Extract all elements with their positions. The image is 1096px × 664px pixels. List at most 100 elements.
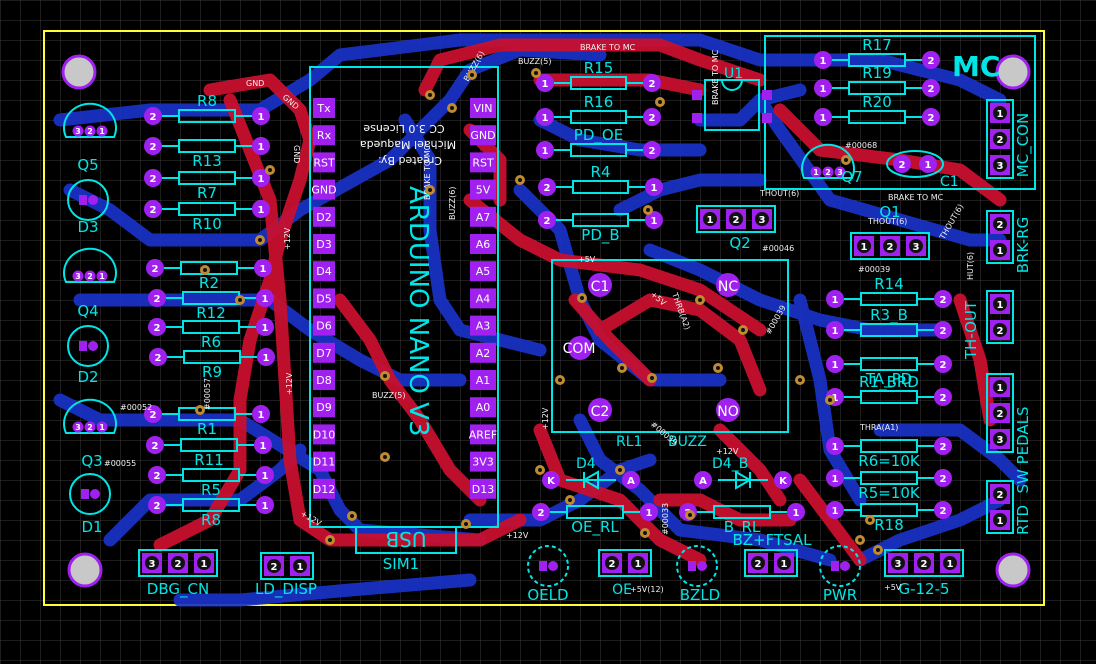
pad-number: 2 <box>150 410 157 421</box>
pad-number: 1 <box>861 242 868 253</box>
pad <box>536 74 554 92</box>
pad-number: 1 <box>258 142 265 153</box>
led-pwr: PWR <box>819 545 861 604</box>
pad-hole <box>993 380 1007 394</box>
pad-number: 3 <box>895 559 902 570</box>
relay-c1-label: C1 <box>591 279 610 295</box>
net-label: THRA(A1) <box>859 423 898 432</box>
credit-line-3: CC 3.0 License <box>363 122 445 135</box>
pad-number: 2 <box>609 559 616 570</box>
pad-hole <box>993 432 1007 446</box>
via-hole <box>470 73 474 77</box>
credit-line-1: Created By: <box>378 154 442 167</box>
pad-number: 1 <box>258 410 265 421</box>
pin-number: 2 <box>87 272 93 281</box>
pad-number: 1 <box>258 205 265 216</box>
pad <box>814 79 832 97</box>
transistor-label: Q5 <box>77 156 98 174</box>
nano-pin-label: D10 <box>313 428 335 441</box>
pad-number: 2 <box>928 56 935 67</box>
pad-number: 1 <box>260 441 267 452</box>
led-label: PWR <box>823 586 857 604</box>
pad-number: 1 <box>263 353 270 364</box>
u1-label: U1 <box>724 66 743 82</box>
pad-hole <box>857 239 871 253</box>
pad-number: 2 <box>940 295 947 306</box>
pad-number: 2 <box>154 501 161 512</box>
pad-hole <box>197 556 211 570</box>
nano-pin-label: 3V3 <box>472 456 494 469</box>
via-hole <box>716 366 720 370</box>
connector-label: SW PEDALS <box>1014 406 1032 493</box>
pad-number: 2 <box>997 220 1004 231</box>
led-label: OELD <box>527 586 568 604</box>
pad-number: 1 <box>781 559 788 570</box>
resistor-label: R2 <box>199 274 219 292</box>
svg-text:K: K <box>779 476 788 487</box>
pad <box>144 405 162 423</box>
pad-number: 2 <box>150 142 157 153</box>
pad <box>787 503 805 521</box>
pad <box>256 466 274 484</box>
resistor-label: R18 <box>874 516 904 534</box>
nano-pin-label: A0 <box>476 401 491 414</box>
arduino-nano-module: USB SIM1 ARDUINO NANO V3 Created By: Mic… <box>309 66 499 573</box>
pad-number: 3 <box>997 435 1004 446</box>
pad-number: 1 <box>832 474 839 485</box>
connector-label: BZ+FTSAL <box>732 531 812 549</box>
nano-pin-label: A4 <box>476 292 491 305</box>
pad-number: 1 <box>651 183 658 194</box>
nano-pin-label: D11 <box>313 456 335 469</box>
via-hole <box>464 522 468 526</box>
svg-text:A: A <box>627 476 635 487</box>
nano-pin-label: A3 <box>476 320 491 333</box>
pad-number: 1 <box>542 79 549 90</box>
pad-number: 2 <box>940 360 947 371</box>
pad-number: 2 <box>997 409 1004 420</box>
pad-number: 2 <box>928 84 935 95</box>
svg-text:2: 2 <box>899 160 906 171</box>
connector-label: RTD <box>1014 505 1032 535</box>
via-hole <box>698 298 702 302</box>
nano-pin-pad <box>470 152 496 173</box>
pad <box>645 178 663 196</box>
net-label: +5V(12) <box>630 585 664 594</box>
resistor-label: R13 <box>192 152 222 170</box>
net-label: GND <box>246 79 264 88</box>
pad <box>148 466 166 484</box>
pad <box>922 108 940 126</box>
resistor-label: R4 <box>591 163 611 181</box>
nano-pin-label: D3 <box>316 238 331 251</box>
via-hole <box>618 468 622 472</box>
pad-number: 1 <box>832 360 839 371</box>
diode-d4b: A K D4_B <box>694 456 792 490</box>
pad <box>934 290 952 308</box>
pad-number: 2 <box>940 326 947 337</box>
pad-hole <box>631 556 645 570</box>
nano-pin-pad <box>470 179 496 200</box>
pad <box>252 137 270 155</box>
net-label: +5V <box>884 583 902 592</box>
c1-label: C1 <box>940 174 959 190</box>
pad-number: 2 <box>940 442 947 453</box>
pad <box>144 137 162 155</box>
resistor-label: R9 <box>202 363 222 381</box>
resistor-label: R15 <box>584 59 614 77</box>
nano-pin-pad <box>313 152 335 173</box>
nano-pin-pad <box>470 424 496 445</box>
nano-pin-label: Rx <box>317 129 332 142</box>
pad-number: 2 <box>940 506 947 517</box>
